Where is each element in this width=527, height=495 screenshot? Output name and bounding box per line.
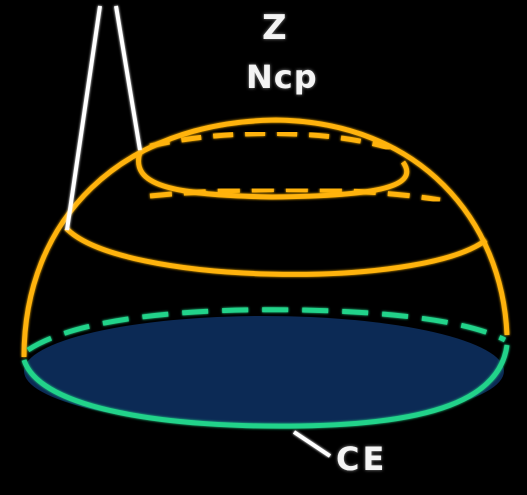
north-celestial-pole-label: Ncp (246, 58, 318, 96)
hemisphere-dome-outline (21, 117, 510, 358)
top-pointer-line (65, 5, 142, 231)
celestial-equator-front (21, 344, 510, 429)
ce-pointer-line (292, 430, 332, 458)
equator-plane-fill (24, 316, 504, 426)
upper-circle-front (136, 151, 410, 200)
celestial-equator-label: CE (336, 440, 388, 478)
zenith-label: Z (262, 8, 287, 48)
mid-circle-front (64, 226, 488, 277)
